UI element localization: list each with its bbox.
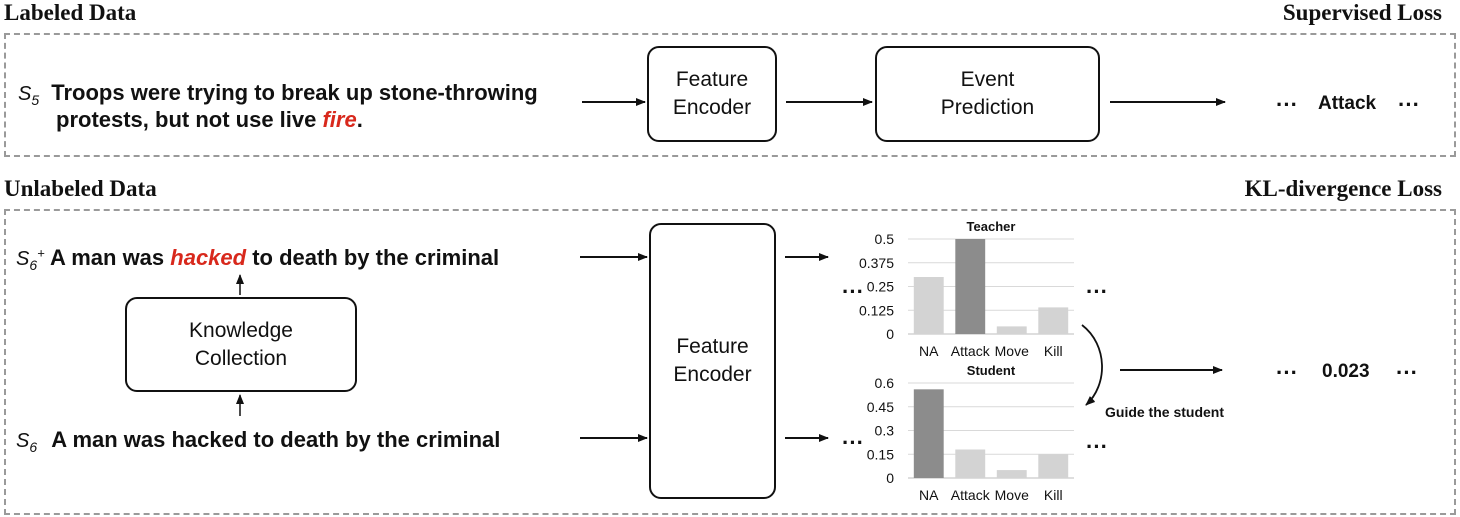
kl-output-value: 0.023 xyxy=(1322,361,1370,382)
y-tick-label: 0.15 xyxy=(867,446,894,462)
y-tick-label: 0.6 xyxy=(875,375,895,391)
sentence-id: S6+ xyxy=(16,245,45,273)
y-tick-label: 0.3 xyxy=(875,423,895,439)
arrow-guide-curve xyxy=(1081,324,1103,406)
y-tick-label: 0.375 xyxy=(859,255,894,271)
chart-title: Student xyxy=(967,363,1016,378)
kl-output-dots-right: ··· xyxy=(1396,360,1418,385)
y-tick-label: 0 xyxy=(886,326,894,342)
sentence-s5: S5 Troops were trying to break up stone-… xyxy=(18,80,538,108)
bar-attack xyxy=(955,449,986,478)
x-tick-label: NA xyxy=(919,343,939,359)
bar-move xyxy=(996,326,1027,334)
unlabeled-data-panel xyxy=(4,209,1456,515)
x-tick-label: Attack xyxy=(951,487,991,503)
x-tick-label: Move xyxy=(995,343,1029,359)
y-tick-label: 0.25 xyxy=(867,279,894,295)
trigger-word: fire xyxy=(322,107,357,132)
x-tick-label: NA xyxy=(919,487,939,503)
supervised-loss-label: Supervised Loss xyxy=(1282,0,1442,25)
bar-na xyxy=(913,389,944,478)
x-tick-label: Kill xyxy=(1044,487,1063,503)
sentence-line1: Troops were trying to break up stone-thr… xyxy=(51,80,538,105)
y-tick-label: 0.125 xyxy=(859,302,894,318)
bar-na xyxy=(913,277,944,334)
x-tick-label: Move xyxy=(995,487,1029,503)
teacher-dots-left: ··· xyxy=(842,279,864,304)
x-tick-label: Attack xyxy=(951,343,991,359)
sentence-s6-plus: S6+ A man was hacked to death by the cri… xyxy=(16,245,500,273)
guide-the-student-label: Guide the student xyxy=(1105,404,1224,420)
y-tick-label: 0.45 xyxy=(867,399,894,415)
kl-output-dots-left: ··· xyxy=(1276,360,1298,385)
labeled-data-title: Labeled Data xyxy=(4,0,137,25)
sentence-id: S6 xyxy=(16,430,38,455)
teacher-dots-right: ··· xyxy=(1086,279,1108,304)
x-tick-label: Kill xyxy=(1044,343,1063,359)
bar-attack xyxy=(955,239,986,334)
sentence-s5-line2: protests, but not use live fire. xyxy=(56,107,363,132)
labeled-data-panel xyxy=(4,33,1456,157)
student-dots-right: ··· xyxy=(1086,434,1108,459)
sentence-id: S5 xyxy=(18,83,40,108)
sentence-s6: S6 A man was hacked to death by the crim… xyxy=(16,427,501,455)
prediction-output: Attack xyxy=(1318,93,1377,114)
y-tick-label: 0 xyxy=(886,470,894,486)
student-dots-left: ··· xyxy=(842,430,864,455)
kl-divergence-loss-label: KL-divergence Loss xyxy=(1244,176,1442,201)
output-dots-right: ··· xyxy=(1398,92,1420,117)
trigger-word: hacked xyxy=(170,245,247,270)
bar-kill xyxy=(1038,307,1069,334)
output-dots-left: ··· xyxy=(1276,92,1298,117)
chart-title: Teacher xyxy=(967,219,1016,234)
unlabeled-data-title: Unlabeled Data xyxy=(4,176,157,201)
y-tick-label: 0.5 xyxy=(875,231,895,247)
bar-move xyxy=(996,470,1027,478)
bar-kill xyxy=(1038,454,1069,478)
